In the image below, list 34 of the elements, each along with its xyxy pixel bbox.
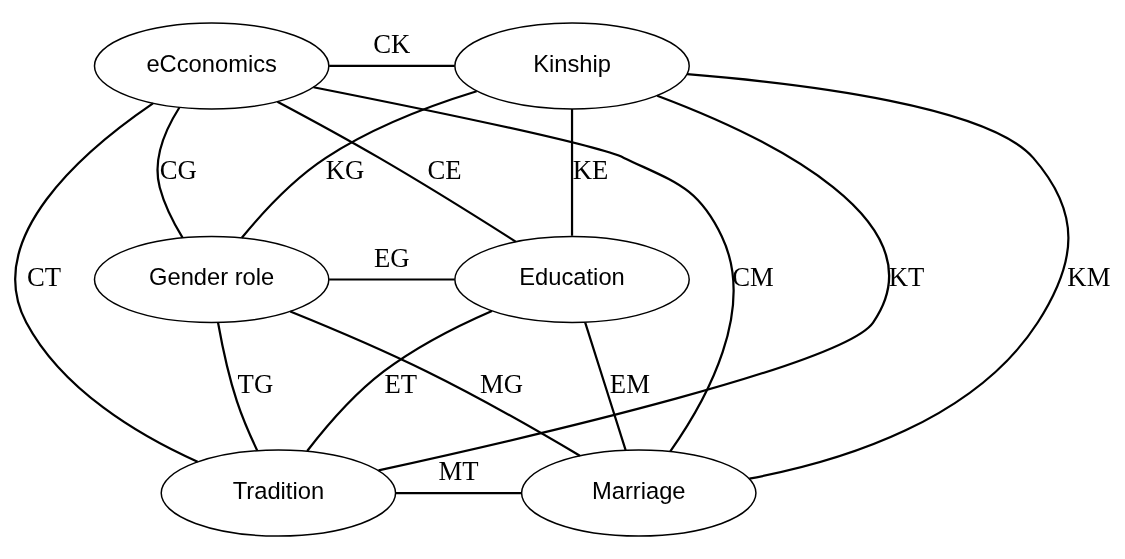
connector xyxy=(289,310,581,457)
edge-label: EG xyxy=(374,242,410,273)
connector xyxy=(329,278,455,281)
node-ellipse: Education xyxy=(454,235,690,324)
connector xyxy=(241,90,477,239)
node-ellipse: Kinship xyxy=(454,22,690,110)
edge-label: CT xyxy=(27,262,62,293)
edge-label: MT xyxy=(438,456,479,487)
edge-label: EM xyxy=(609,368,650,399)
node-ellipse: Tradition xyxy=(160,449,397,537)
node-ellipse: Marriage xyxy=(520,449,757,537)
connector xyxy=(395,491,522,495)
edge-label: TG xyxy=(237,368,274,399)
connector xyxy=(216,322,259,451)
connector xyxy=(14,102,199,463)
connector xyxy=(306,309,493,452)
connector xyxy=(276,100,517,243)
connector xyxy=(313,86,735,453)
connector xyxy=(584,322,627,451)
node-ellipse: Gender role xyxy=(93,235,330,324)
edge-label: CG xyxy=(159,155,197,186)
connector xyxy=(570,109,574,236)
connector xyxy=(156,106,184,239)
connector xyxy=(329,64,455,68)
node-ellipse: eCconomics xyxy=(93,22,330,110)
connector xyxy=(686,73,1070,480)
edge-label: CE xyxy=(427,155,462,186)
edge-label: KM xyxy=(1067,262,1111,293)
connector xyxy=(378,94,890,472)
edge-label: KE xyxy=(572,155,609,186)
edge-label: MG xyxy=(480,368,524,399)
edge-label: CK xyxy=(373,29,411,60)
edge-label: KG xyxy=(325,155,365,186)
edge-label: ET xyxy=(384,368,418,399)
